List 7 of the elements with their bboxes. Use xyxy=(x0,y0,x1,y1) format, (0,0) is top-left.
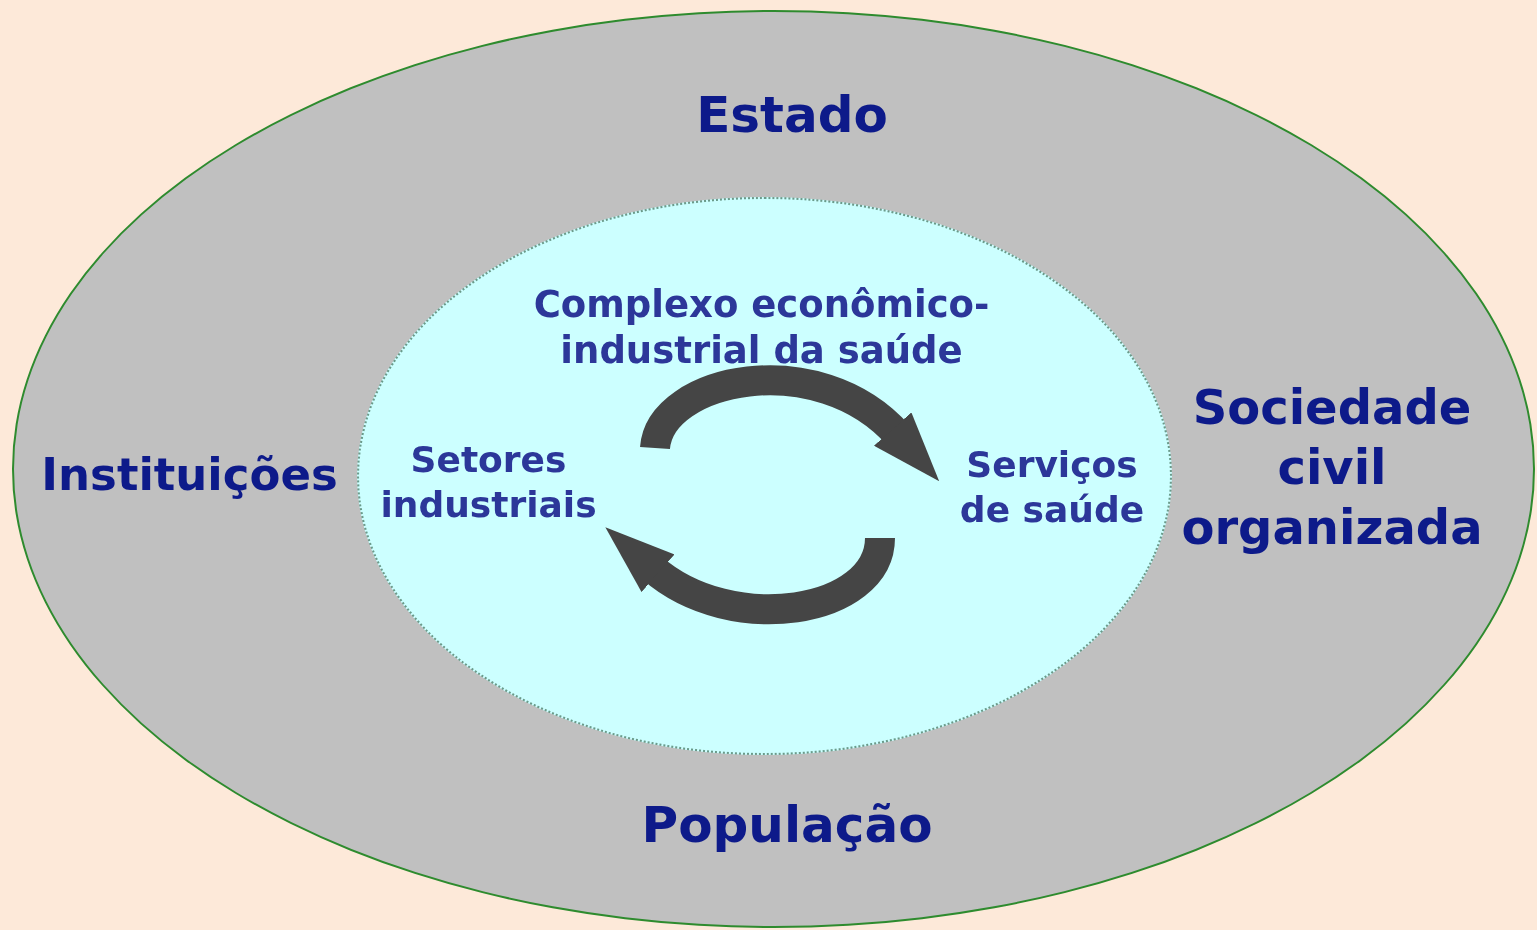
node-label: Setores industriais xyxy=(366,437,611,527)
ellipse-label: Complexo econômico-industrial da saúde xyxy=(532,282,991,375)
ellipse-label: Instituições xyxy=(40,447,339,503)
ellipse-label: População xyxy=(640,795,934,856)
node-label: Serviços de saúde xyxy=(942,442,1162,532)
ellipse-label: Estado xyxy=(695,85,889,146)
ellipse-label: Sociedade civil organizada xyxy=(1180,378,1484,557)
